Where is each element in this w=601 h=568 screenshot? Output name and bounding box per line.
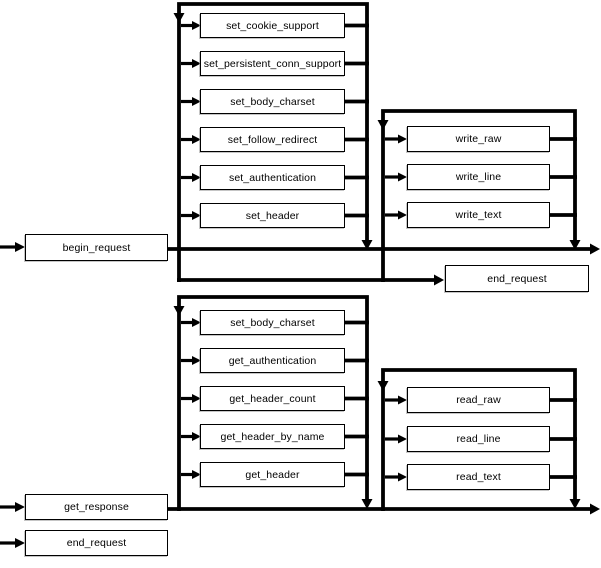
- node-get-header-by-name: get_header_by_name: [200, 424, 345, 449]
- node-read-line: read_line: [407, 426, 550, 452]
- node-read-text: read_text: [407, 464, 550, 490]
- arrowhead-right: [192, 97, 201, 106]
- arrowhead-right: [192, 211, 201, 220]
- arrowhead-right: [192, 21, 201, 30]
- get-functions-loop: [173, 295, 373, 511]
- node-end-request-bottom: end_request: [25, 530, 168, 556]
- loop-outline: [381, 368, 577, 511]
- arrowhead-right: [192, 318, 201, 327]
- arrowhead-right: [398, 172, 407, 182]
- arrowhead-right: [15, 538, 25, 548]
- arrowhead-right: [192, 470, 201, 479]
- arrowhead-right: [192, 394, 201, 403]
- arrowhead-right: [398, 472, 407, 482]
- arrowhead-right: [590, 243, 600, 255]
- set-functions-loop: [173, 2, 373, 282]
- arrowhead-down: [569, 240, 581, 250]
- arrowhead-right: [398, 210, 407, 220]
- node-get-authentication: get_authentication: [200, 348, 345, 373]
- arrowhead-right: [15, 242, 25, 252]
- loop-outline: [177, 2, 369, 282]
- node-set-authentication: set_authentication: [200, 165, 345, 190]
- arrowhead-right: [590, 503, 600, 515]
- arrowhead-right: [398, 395, 407, 405]
- arrowhead-down: [377, 381, 389, 391]
- node-get-header-count: get_header_count: [200, 386, 345, 411]
- arrowhead-down: [361, 499, 373, 509]
- write-functions-loop: [377, 109, 581, 282]
- arrowhead-right: [434, 274, 444, 286]
- arrowhead-right: [192, 173, 201, 182]
- node-read-raw: read_raw: [407, 387, 550, 413]
- node-set-header: set_header: [200, 203, 345, 228]
- arrowhead-down: [361, 240, 373, 250]
- arrowhead-right: [192, 135, 201, 144]
- node-get-response: get_response: [25, 494, 168, 520]
- arrowhead-down: [173, 306, 185, 316]
- request-main-rail: [0, 242, 600, 286]
- arrowhead-right: [192, 356, 201, 365]
- node-end-request-top: end_request: [445, 265, 589, 292]
- arrowhead-right: [192, 432, 201, 441]
- arrowhead-down: [173, 13, 185, 23]
- arrowhead-down: [569, 499, 581, 509]
- arrowhead-right: [15, 502, 25, 512]
- node-set-cookie-support: set_cookie_support: [200, 13, 345, 38]
- node-set-follow-redirect: set_follow_redirect: [200, 127, 345, 152]
- node-get-header: get_header: [200, 462, 345, 487]
- node-write-text: write_text: [407, 202, 550, 228]
- node-write-raw: write_raw: [407, 126, 550, 152]
- response-main-rail: [0, 502, 600, 548]
- node-set-body-charset-response: set_body_charset: [200, 310, 345, 335]
- node-set-persistent-conn-support: set_persistent_conn_support: [200, 51, 345, 76]
- arrowhead-right: [192, 59, 201, 68]
- read-functions-loop: [377, 368, 581, 511]
- arrowhead-right: [398, 134, 407, 144]
- arrowhead-right: [398, 434, 407, 444]
- node-write-line: write_line: [407, 164, 550, 190]
- node-set-body-charset: set_body_charset: [200, 89, 345, 114]
- arrowhead-down: [377, 120, 389, 130]
- node-begin-request: begin_request: [25, 234, 168, 261]
